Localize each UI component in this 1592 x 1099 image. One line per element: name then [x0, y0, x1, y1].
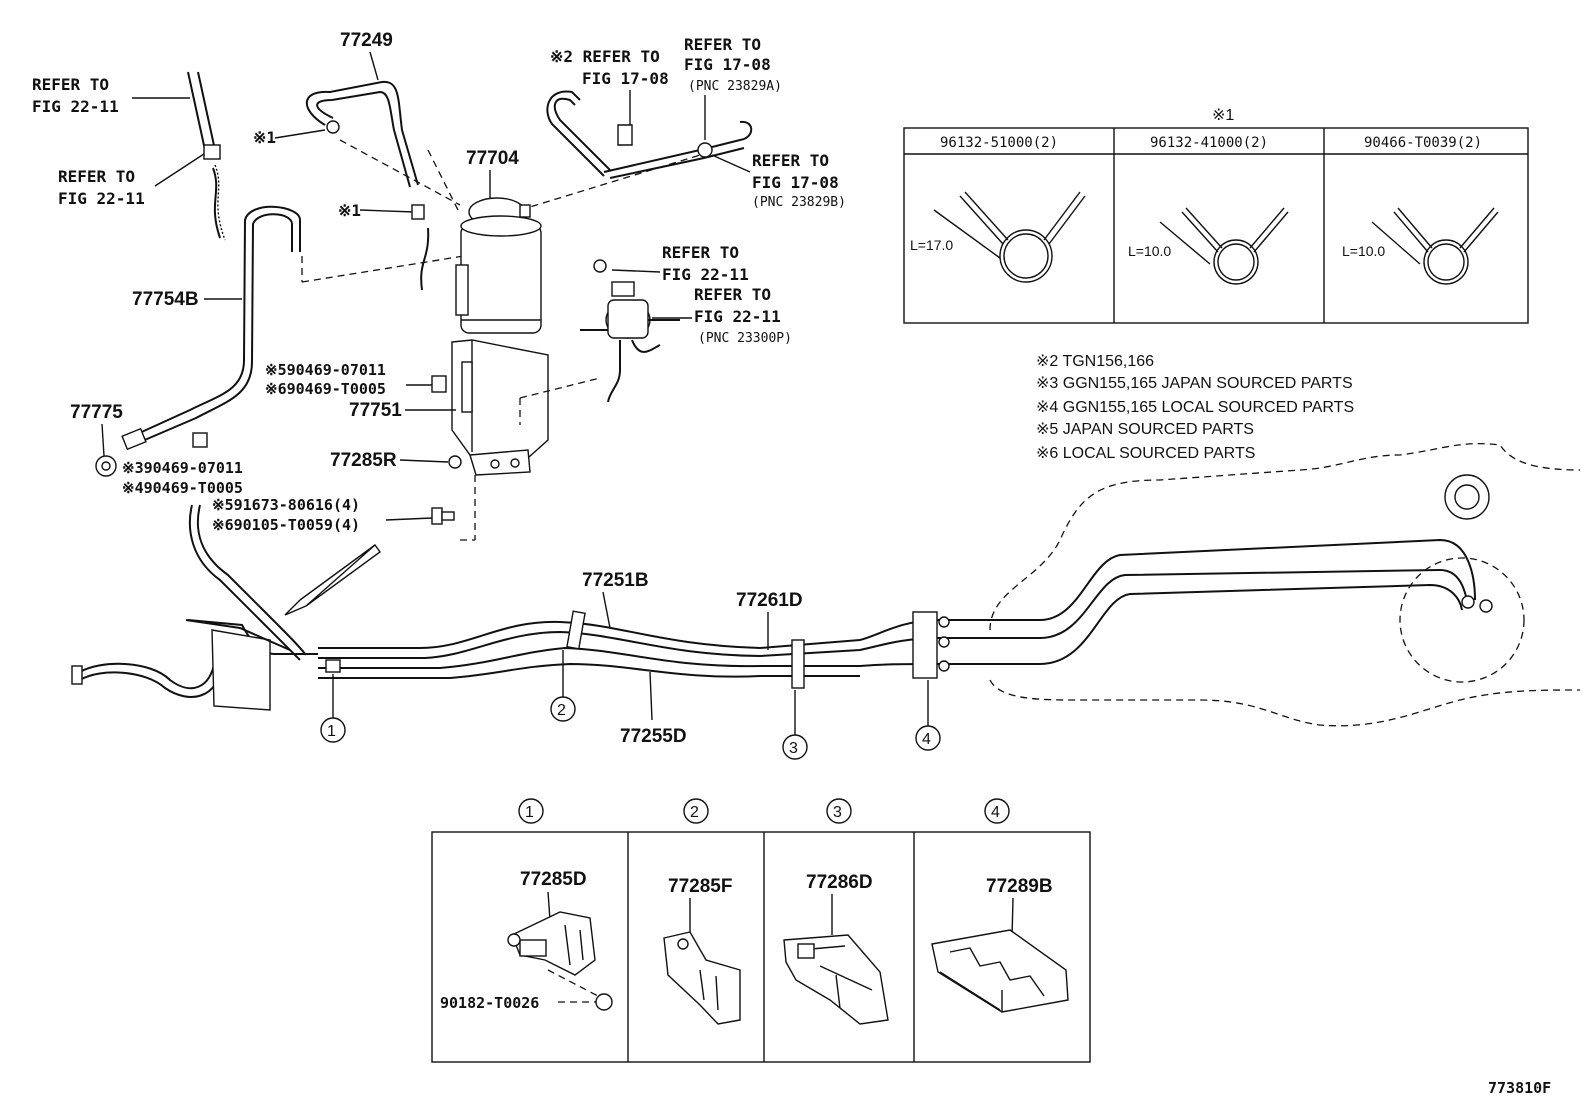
part-number-77754B: 77754B	[132, 289, 199, 310]
part-number-77261D: 77261D	[736, 590, 803, 611]
part-number-77289B: 77289B	[986, 876, 1053, 897]
clamp-col-1-header: 96132-51000(2)	[940, 135, 1058, 151]
hose-77754B	[134, 205, 301, 436]
clip-77775	[95, 455, 117, 477]
charcoal-canister	[455, 197, 542, 334]
fig-17-08-label: FIG 17-08	[752, 173, 839, 192]
bolt	[431, 507, 455, 525]
clamp-table-title: ※1	[1212, 107, 1234, 124]
code-90469-T0005-m6: ※690469-T0005	[265, 380, 386, 398]
fig-22-11-label: FIG 22-11	[662, 265, 749, 284]
pnc-23300p-label: (PNC 23300P)	[698, 331, 792, 346]
clamp-position-2	[566, 610, 586, 650]
mark2-refer-label: ※2 REFER TO	[550, 47, 660, 66]
clamp-spring-2: L=10.0	[1128, 207, 1289, 285]
hose-clamp	[203, 144, 221, 160]
marker-2: 2	[557, 702, 566, 719]
part-number-77285D: 77285D	[520, 869, 587, 890]
clamp-spring-1: L=17.0	[910, 191, 1086, 283]
position-markers: 1 2 3 4	[320, 650, 941, 760]
hose-loops	[71, 619, 291, 711]
clamp-position-3	[791, 639, 805, 689]
mark1-label: ※1	[338, 201, 361, 220]
detail-header-1: 1	[525, 804, 534, 821]
detail-header-2: 2	[690, 804, 699, 821]
marker-3: 3	[789, 740, 798, 757]
part-number-77704: 77704	[466, 148, 519, 169]
fuel-filter	[580, 259, 680, 403]
fig-22-11-label: FIG 22-11	[58, 189, 145, 208]
part-number-77285F: 77285F	[668, 876, 732, 897]
fuel-tank-outline	[989, 442, 1581, 631]
code-90105-T0059: ※690105-T0059(4)	[212, 516, 360, 534]
clamp-dim-2: L=10.0	[1128, 243, 1171, 259]
code-90182-T0026: 90182-T0026	[440, 994, 539, 1012]
vent-hose	[187, 71, 206, 151]
canister-bracket-77751	[451, 339, 549, 476]
refer-to-label: REFER TO	[662, 243, 739, 262]
clamp-77286D	[783, 934, 889, 1025]
pnc-23829b-label: (PNC 23829B)	[752, 195, 846, 210]
note-3: ※3 GGN155,165 JAPAN SOURCED PARTS	[1036, 375, 1353, 392]
vent-line	[553, 97, 611, 171]
note-4: ※4 GGN155,165 LOCAL SOURCED PARTS	[1036, 399, 1354, 416]
direction-arrow	[299, 543, 381, 607]
note-2: ※2 TGN156,166	[1036, 353, 1154, 370]
hose-clip	[326, 120, 340, 134]
hose-clip	[697, 142, 713, 158]
clamp-spring-3: L=10.0	[1342, 207, 1499, 285]
part-number-77775: 77775	[70, 402, 123, 423]
code-91673-80616: ※591673-80616(4)	[212, 496, 360, 514]
fig-17-08-label: FIG 17-08	[582, 69, 669, 88]
part-number-77751: 77751	[349, 400, 402, 421]
clamp-bracket	[617, 124, 633, 146]
clamp-dim-3: L=10.0	[1342, 243, 1385, 259]
marker-1: 1	[327, 723, 336, 740]
part-number-77255D: 77255D	[620, 726, 687, 747]
clamp-position-4	[912, 611, 938, 679]
marker-4: 4	[922, 731, 931, 748]
clamp-col-3-header: 90466-T0039(2)	[1364, 135, 1482, 151]
fig-17-08-label: FIG 17-08	[684, 55, 771, 74]
code-90469-T0005-m4: ※490469-T0005	[122, 479, 243, 497]
part-number-77285R: 77285R	[330, 450, 397, 471]
code-90469-07011-m5: ※590469-07011	[265, 361, 386, 379]
hose-clip	[411, 204, 425, 220]
fig-22-11-label: FIG 22-11	[694, 307, 781, 326]
clamp-table: 96132-51000(2) 96132-41000(2) 90466-T003…	[903, 127, 1529, 324]
pnc-23829a-label: (PNC 23829A)	[688, 79, 782, 94]
clamp-detail-table: 1 2 3 4 77285D 90182-T0026 77285F	[431, 798, 1091, 1063]
nut	[448, 455, 462, 469]
note-5: ※5 JAPAN SOURCED PARTS	[1036, 421, 1254, 438]
note-6: ※6 LOCAL SOURCED PARTS	[1036, 445, 1255, 462]
clamp-77285D	[507, 911, 596, 976]
figure-id: 773810F	[1488, 1079, 1551, 1097]
part-number-77249: 77249	[340, 30, 393, 51]
clamp-77289B	[931, 929, 1069, 1013]
clip	[192, 432, 208, 448]
detail-header-4: 4	[991, 804, 1000, 821]
refer-to-label: REFER TO	[694, 285, 771, 304]
nut-90182	[595, 993, 613, 1011]
hose-77249	[305, 80, 419, 186]
refer-to-label: REFER TO	[684, 35, 761, 54]
code-90469-07011-m3: ※390469-07011	[122, 459, 243, 477]
grommet	[431, 375, 447, 393]
clamp-dim-1: L=17.0	[910, 237, 953, 253]
footnotes: ※2 TGN156,166 ※3 GGN155,165 JAPAN SOURCE…	[1036, 353, 1354, 462]
refer-to-label: REFER TO	[752, 151, 829, 170]
refer-to-label: REFER TO	[58, 167, 135, 186]
clamp-col-2-header: 96132-41000(2)	[1150, 135, 1268, 151]
mark1-label: ※1	[253, 128, 276, 147]
clamp-position-1	[325, 659, 341, 673]
refer-to-label: REFER TO	[32, 75, 109, 94]
part-number-77251B: 77251B	[582, 570, 649, 591]
clamp-77285F	[663, 931, 741, 1025]
fig-22-11-label: FIG 22-11	[32, 97, 119, 116]
part-number-77286D: 77286D	[806, 872, 873, 893]
fuel-lines	[187, 538, 1493, 679]
detail-header-3: 3	[833, 804, 842, 821]
